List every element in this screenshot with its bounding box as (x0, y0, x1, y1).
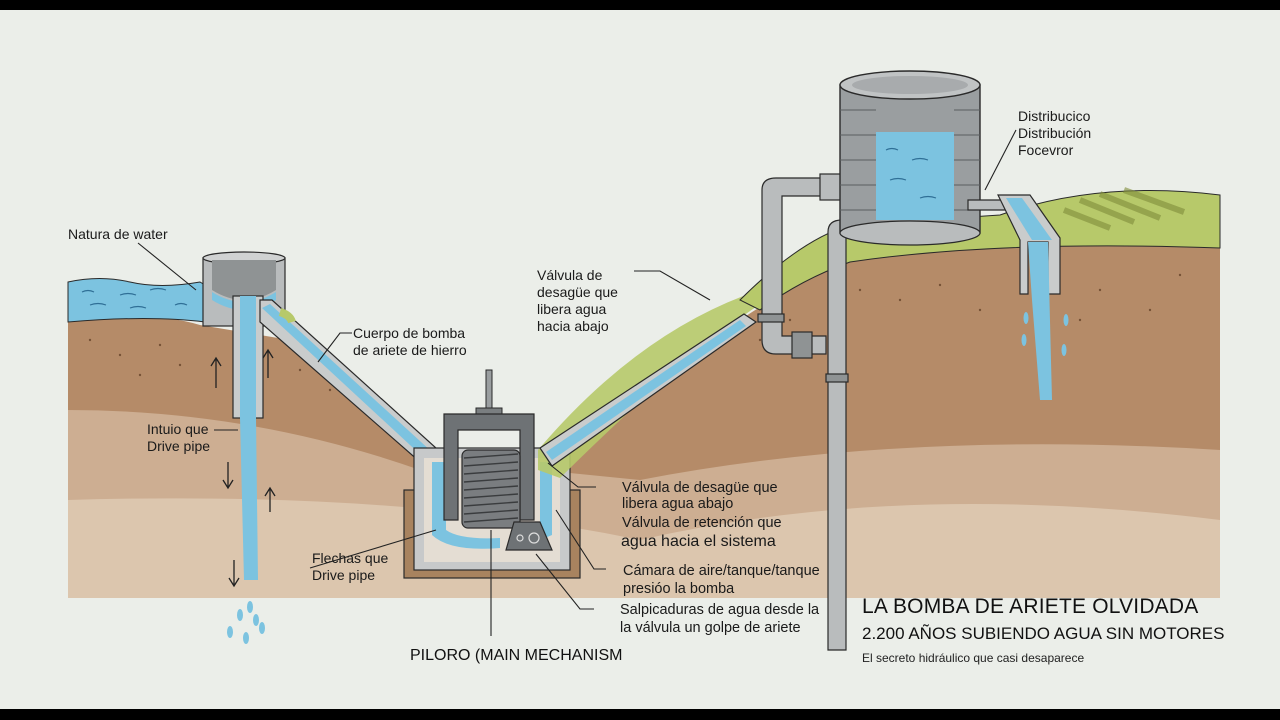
ram-pump-illustration (67, 70, 1221, 651)
label-waste-valve-top: Válvula de desagüe que libera agua hacia… (537, 267, 618, 334)
label-waste-valve-right-1: Válvula de desagüe que (622, 480, 778, 496)
label-pump-body: Cuerpo de bomba de ariete de hierro (353, 325, 467, 358)
label-main-mechanism: PILORO (MAIN MECHANISM (410, 647, 623, 664)
leader-lines (137, 129, 1017, 636)
tagline: El secreto hidráulico que casi desaparec… (862, 651, 1085, 665)
label-check-valve-1: Válvula de retención que (622, 515, 782, 531)
vertical-drive-pipe (210, 295, 276, 644)
source-reservoir (67, 278, 206, 323)
distribution-channel (967, 194, 1069, 400)
title: LA BOMBA DE ARIETE OLVIDADA (862, 595, 1199, 618)
delivery-pipe-incline (538, 290, 770, 478)
pump-frame (443, 369, 553, 551)
label-source-water: Natura de water (68, 226, 168, 242)
label-drive-pipe-arrows: Flechas que Drive pipe (312, 550, 389, 583)
label-waste-valve-right-2: libera agua abajo (622, 496, 734, 512)
subtitle: 2.200 AÑOS SUBIENDO AGUA SIN MOTORES (862, 624, 1225, 643)
label-check-valve-2: agua hacia el sistema (621, 533, 776, 550)
storage-tank (839, 70, 981, 246)
label-air-chamber: Cámara de aire/tanque/tanque presióo la … (623, 563, 820, 597)
label-splash: Salpicaduras de agua desde la la válvula… (620, 602, 820, 636)
diagram-canvas: Natura de water Cuerpo de bomba de ariet… (0, 10, 1280, 709)
label-distribution: Distribucico Distribución Focevror (1018, 108, 1092, 158)
label-drive-pipe-top: Intuio que Drive pipe (147, 421, 211, 454)
